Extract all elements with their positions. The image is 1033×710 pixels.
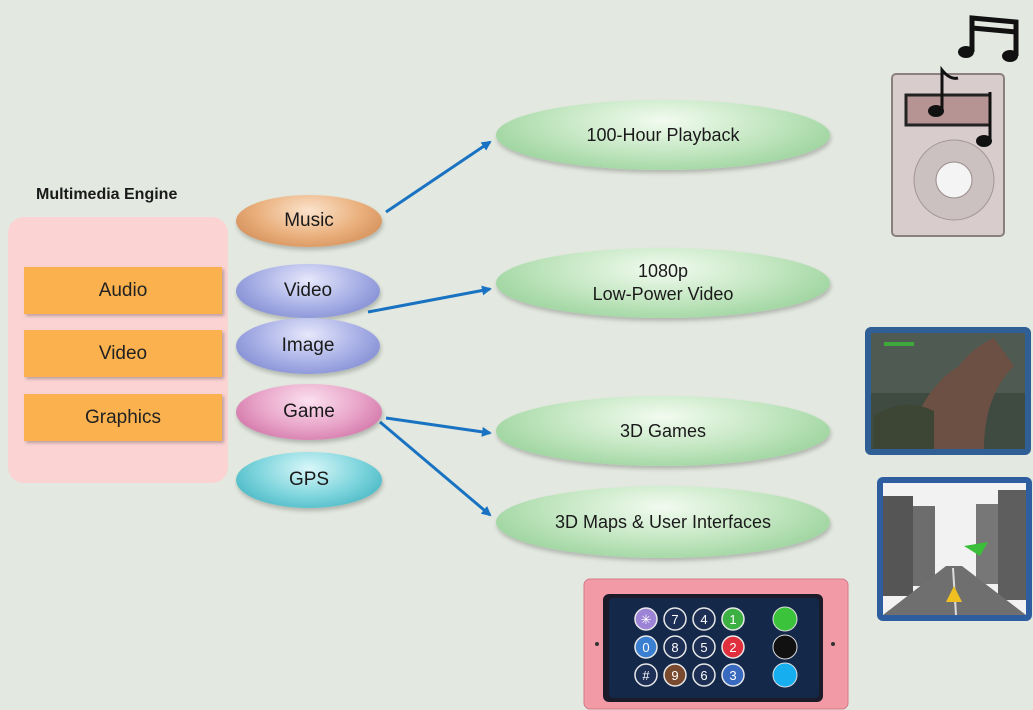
- keypad-key-label: 7: [671, 612, 678, 627]
- keypad-key: [692, 607, 716, 631]
- keypad-key-label: 4: [700, 612, 707, 627]
- game-oval: Game: [236, 384, 382, 440]
- audio-block: Audio: [24, 267, 222, 314]
- arrow-video-lowpower: [367, 285, 492, 314]
- video-oval: Video: [236, 264, 380, 318]
- video-block: Video: [24, 330, 222, 377]
- lowpower-video-line2: Low-Power Video: [592, 284, 734, 304]
- gps-oval: GPS: [236, 452, 382, 508]
- keypad-key-label: 0: [642, 640, 649, 655]
- keypad-key: [721, 635, 745, 659]
- touch-keypad-device-image: ✳ 7 4 1 0 8 5 2 #9 6 3: [583, 578, 849, 710]
- keypad-key-label: 5: [700, 640, 707, 655]
- lowpower-video-line1: 1080p: [637, 261, 689, 281]
- keypad-key: [721, 663, 745, 687]
- engine-panel: Audio Video Graphics: [8, 217, 228, 483]
- music-notes-icon: [928, 15, 1019, 147]
- keypad-key: [692, 635, 716, 659]
- keypad: ✳ 7 4 1 0 8 5 2 #9 6 3: [634, 607, 745, 687]
- 3d-maps-oval: 3D Maps & User Interfaces: [496, 486, 830, 558]
- arrow-game-3dgames: [385, 416, 492, 437]
- keypad-key-label: 6: [700, 668, 707, 683]
- keypad-key-label: 3: [729, 668, 736, 683]
- keypad-key-label: 2: [729, 640, 736, 655]
- keypad-key: [663, 607, 687, 631]
- keypad-key-label: 9: [671, 668, 678, 683]
- music-player-icon: [891, 15, 1019, 237]
- keypad-key: [634, 607, 658, 631]
- music-oval: Music: [236, 195, 382, 247]
- keypad-key-label: ✳: [641, 612, 652, 627]
- keypad-key: [634, 635, 658, 659]
- 3d-games-oval: 3D Games: [496, 396, 830, 466]
- engine-title: Multimedia Engine: [36, 186, 178, 203]
- playback-oval: 100-Hour Playback: [496, 100, 830, 170]
- keypad-key: [721, 607, 745, 631]
- keypad-key: [634, 663, 658, 687]
- image-oval: Image: [236, 318, 380, 374]
- graphics-block: Graphics: [24, 394, 222, 441]
- keypad-key-label: 1: [729, 612, 736, 627]
- arrow-game-3dmaps: [379, 420, 492, 517]
- keypad-key-label: #: [642, 668, 650, 683]
- lowpower-video-oval: 1080p Low-Power Video: [496, 248, 830, 318]
- keypad-key: [663, 635, 687, 659]
- keypad-key: [692, 663, 716, 687]
- keypad-key-label: 8: [671, 640, 678, 655]
- keypad-key: [663, 663, 687, 687]
- arrow-music-playback: [385, 140, 492, 214]
- 3d-map-screenshot-image: [877, 477, 1032, 621]
- game-screenshot-image: [865, 327, 1031, 455]
